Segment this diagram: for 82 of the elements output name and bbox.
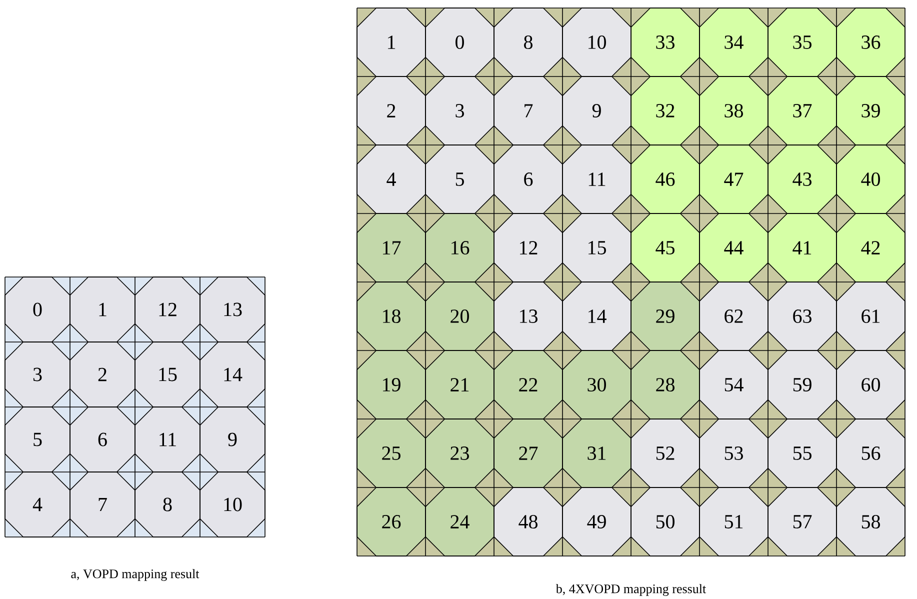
octagon-cell: 1 <box>70 276 136 342</box>
octagon-cell: 8 <box>134 472 200 538</box>
octagon-cell: 61 <box>836 282 906 351</box>
octagon-cell: 60 <box>836 350 906 420</box>
octagon-cell: 35 <box>768 8 837 77</box>
octagon-cell: 51 <box>699 487 768 556</box>
octagon-cell: 50 <box>630 487 700 556</box>
octagon-cell: 45 <box>630 213 700 282</box>
octagon-cell: 15 <box>134 342 200 408</box>
octagon-cell: 10 <box>562 8 632 77</box>
octagon-cell: 12 <box>134 276 200 342</box>
octagon-cell: 47 <box>699 144 768 214</box>
octagon-cell: 54 <box>699 350 768 420</box>
octagon-cell: 29 <box>630 282 700 351</box>
octagon-cell: 8 <box>494 8 563 77</box>
octagon-cell: 4 <box>356 144 426 214</box>
octagon-cell: 25 <box>356 418 426 488</box>
octagon-cell: 48 <box>494 487 563 556</box>
caption: a, VOPD mapping result <box>71 569 200 581</box>
octagon-cell: 33 <box>630 8 700 77</box>
octagon-cell: 40 <box>836 144 906 214</box>
octagon-cell: 42 <box>836 213 906 282</box>
octagon-cell: 22 <box>494 350 563 420</box>
octagon-cell: 30 <box>562 350 632 420</box>
octagon-cell: 0 <box>425 8 494 77</box>
octagon-cell: 36 <box>836 8 906 77</box>
octagon-cell: 7 <box>494 76 563 146</box>
octagon-cell: 37 <box>768 76 837 146</box>
octagon-cell: 6 <box>494 144 563 214</box>
octagon-cell: 39 <box>836 76 906 146</box>
octagon-cell: 11 <box>562 144 632 214</box>
octagon-cell: 27 <box>494 418 563 488</box>
octagon-cell: 5 <box>4 406 70 472</box>
octagon-cell: 2 <box>70 342 136 408</box>
octagon-cell: 6 <box>70 406 136 472</box>
octagon-cell: 56 <box>836 418 906 488</box>
octagon-cell: 9 <box>562 76 632 146</box>
octagon-cell: 14 <box>200 342 266 408</box>
octagon-cell: 21 <box>425 350 494 420</box>
octagon-cell: 12 <box>494 213 563 282</box>
octagon-cell: 58 <box>836 487 906 556</box>
octagon-cell: 28 <box>630 350 700 420</box>
octagon-cell: 16 <box>425 213 494 282</box>
octagon-cell: 4 <box>4 472 70 538</box>
octagon-cell: 5 <box>425 144 494 214</box>
octagon-cell: 0 <box>4 276 70 342</box>
octagon-cell: 34 <box>699 8 768 77</box>
octagon-cell: 13 <box>494 282 563 351</box>
octagon-cell: 26 <box>356 487 426 556</box>
octagon-cell: 13 <box>200 276 266 342</box>
octagon-cell: 43 <box>768 144 837 214</box>
octagon-cell: 20 <box>425 282 494 351</box>
octagon-cell: 14 <box>562 282 632 351</box>
octagon-cell: 2 <box>356 76 426 146</box>
octagon-cell: 3 <box>4 342 70 408</box>
octagon-cell: 3 <box>425 76 494 146</box>
octagon-cell: 41 <box>768 213 837 282</box>
octagon-cell: 63 <box>768 282 837 351</box>
octagon-cell: 32 <box>630 76 700 146</box>
octagon-cell: 1 <box>356 8 426 77</box>
octagon-cell: 24 <box>425 487 494 556</box>
octagon-cell: 49 <box>562 487 632 556</box>
octagon-cell: 55 <box>768 418 837 488</box>
octagon-cell: 38 <box>699 76 768 146</box>
octagon-cell: 44 <box>699 213 768 282</box>
octagon-cell: 52 <box>630 418 700 488</box>
octagon-cell: 9 <box>200 406 266 472</box>
octagon-cell: 59 <box>768 350 837 420</box>
octagon-cell: 62 <box>699 282 768 351</box>
octagon-cell: 10 <box>200 472 266 538</box>
octagon-cell: 18 <box>356 282 426 351</box>
octagon-cell: 15 <box>562 213 632 282</box>
octagon-cell: 17 <box>356 213 426 282</box>
octagon-cell: 19 <box>356 350 426 420</box>
octagon-cell: 53 <box>699 418 768 488</box>
octagon-cell: 57 <box>768 487 837 556</box>
octagon-cell: 46 <box>630 144 700 214</box>
octagon-cell: 23 <box>425 418 494 488</box>
octagon-cell: 7 <box>70 472 136 538</box>
octagon-cell: 11 <box>134 406 200 472</box>
octagon-cell: 31 <box>562 418 632 488</box>
caption: b, 4XVOPD mapping ressult <box>556 584 706 596</box>
